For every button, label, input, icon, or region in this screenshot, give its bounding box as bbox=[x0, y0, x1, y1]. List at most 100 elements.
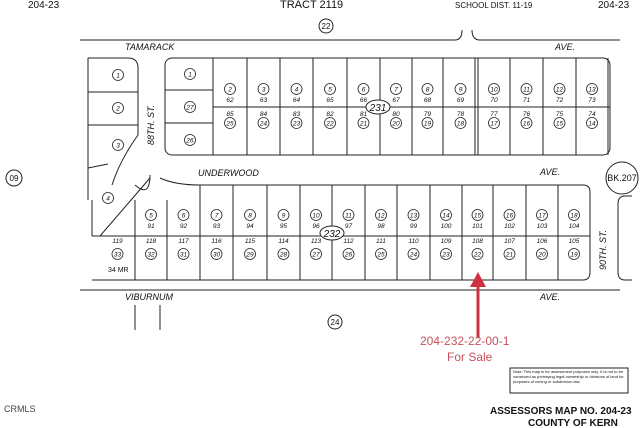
upper-block-lot[interactable]: 666 bbox=[357, 83, 370, 105]
lot-number: 26 bbox=[344, 252, 353, 259]
lot-number: 27 bbox=[311, 252, 320, 259]
lot-number: 24 bbox=[259, 121, 268, 128]
lot-number: 8 bbox=[426, 87, 430, 94]
lot-circle bbox=[277, 248, 290, 260]
lot-circle bbox=[407, 209, 420, 221]
lot-number: 15 bbox=[474, 213, 482, 220]
lot-circle bbox=[536, 209, 548, 221]
upper-block-lot[interactable]: 565 bbox=[324, 83, 336, 105]
lot-number: 1 bbox=[188, 72, 192, 79]
lot-value: 84 bbox=[260, 111, 268, 118]
lower-block-lot[interactable]: 28 114 bbox=[277, 238, 290, 260]
lot-circle bbox=[290, 117, 303, 129]
upper-block-lot[interactable]: 464 bbox=[290, 83, 303, 105]
lot-value: 118 bbox=[146, 238, 157, 245]
upper-left-lot[interactable]: 3 bbox=[112, 139, 124, 151]
lot-circle bbox=[177, 209, 190, 221]
lower-block-lot[interactable]: 995 bbox=[277, 209, 290, 231]
lot-value: 103 bbox=[537, 223, 548, 230]
upper-block-lot[interactable]: 969 bbox=[454, 83, 467, 105]
lot-value: 96 bbox=[312, 223, 320, 230]
lot-number: 16 bbox=[523, 121, 531, 128]
lower-block-lot[interactable]: 4 bbox=[102, 192, 114, 204]
right-block-outline bbox=[617, 195, 632, 281]
lot-value: 68 bbox=[424, 97, 432, 104]
lot-value: 114 bbox=[278, 238, 289, 245]
for-sale-label: For Sale bbox=[447, 350, 493, 364]
lower-block-lot[interactable]: 894 bbox=[244, 209, 256, 231]
lot-number: 9 bbox=[282, 213, 286, 220]
upper-left-lot[interactable]: 2 bbox=[112, 102, 124, 114]
disclaimer-note: Note: This map is for assessment purpose… bbox=[513, 369, 624, 384]
lot-circle bbox=[536, 248, 548, 260]
upper-left-lot[interactable]: 1 bbox=[112, 69, 124, 81]
lower-block-lot[interactable]: 591 bbox=[145, 209, 157, 231]
watermark: CRMLS bbox=[4, 404, 36, 414]
lot-value: 116 bbox=[211, 238, 222, 245]
upper-block-lot[interactable]: 1 bbox=[184, 68, 196, 80]
upper-block-lot[interactable]: 27 bbox=[184, 101, 196, 113]
lot-number: 4 bbox=[106, 196, 110, 203]
lot-value: 94 bbox=[246, 223, 254, 230]
upper-block-lot[interactable]: 868 bbox=[421, 83, 434, 105]
lot-number: 25 bbox=[225, 121, 234, 128]
lot-circle bbox=[310, 209, 322, 221]
lot-number: 2 bbox=[115, 106, 120, 113]
upper-block-lot[interactable]: 767 bbox=[390, 83, 402, 105]
lot-number: 7 bbox=[215, 213, 219, 220]
upper-block-lot[interactable]: 262 bbox=[224, 83, 236, 105]
upper-block-lot[interactable]: 26 bbox=[184, 134, 196, 146]
lot-circle bbox=[184, 68, 196, 80]
lot-circle bbox=[488, 117, 500, 129]
lower-block-lot[interactable]: 793 bbox=[210, 209, 223, 231]
lot-number: 7 bbox=[394, 87, 398, 94]
lot-number: 4 bbox=[295, 87, 299, 94]
lot-circle bbox=[390, 83, 402, 95]
upper-block-lot[interactable]: 363 bbox=[257, 83, 270, 105]
lot-number: 28 bbox=[279, 252, 288, 259]
lower-block-lot[interactable]: 692 bbox=[177, 209, 190, 231]
adjacent-book-207: BK.207 bbox=[607, 173, 637, 183]
lot-number: 24 bbox=[409, 252, 418, 259]
county-label: COUNTY OF KERN bbox=[528, 418, 618, 428]
